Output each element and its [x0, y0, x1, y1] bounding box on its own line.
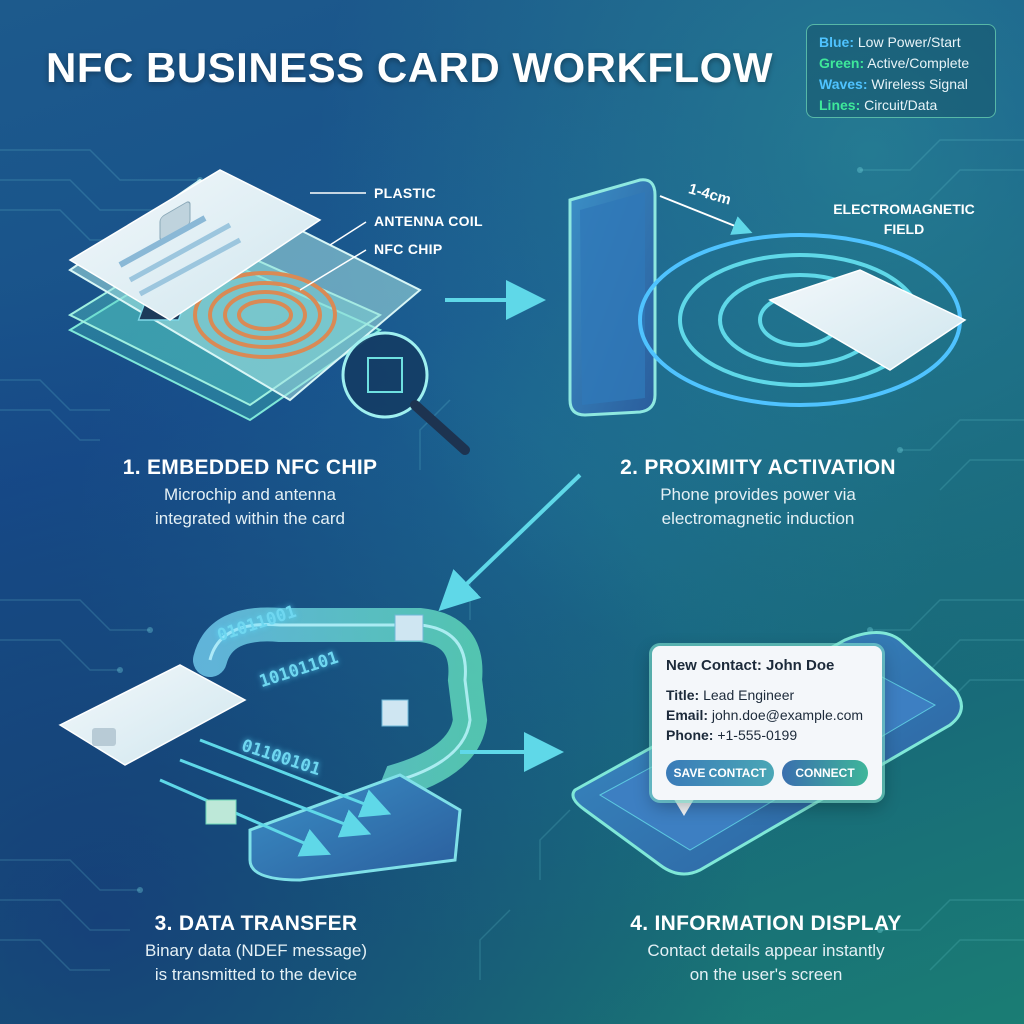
step-1-title: 1. EMBEDDED NFC CHIP — [122, 456, 378, 479]
legend-key: Lines: — [819, 97, 861, 113]
legend-item-lines: Lines: Circuit/Data — [819, 95, 995, 116]
contact-header: New Contact: John Doe — [666, 657, 835, 674]
new-contact-popup: New Contact: John Doe Title: Lead Engine… — [652, 646, 882, 800]
contact-email-row: Email: john.doe@example.com — [666, 705, 868, 725]
callout-plastic: PLASTIC — [374, 185, 436, 201]
layered-card-illustration — [67, 169, 470, 455]
page-title: NFC BUSINESS CARD WORKFLOW — [46, 44, 773, 91]
step-2-title: 2. PROXIMITY ACTIVATION — [620, 456, 896, 479]
contact-title-value: Lead Engineer — [703, 687, 795, 703]
step-3-desc-line1: Binary data (NDEF message) — [144, 941, 368, 960]
step-2-desc-line2: electromagnetic induction — [661, 509, 855, 528]
contact-title-key: Title: — [666, 687, 700, 703]
step-1-desc-line1: Microchip and antenna — [163, 485, 336, 504]
callout-antenna-coil: ANTENNA COIL — [374, 213, 483, 229]
step-1-desc-line2: integrated within the card — [155, 509, 345, 528]
connect-button[interactable]: CONNECT — [782, 760, 868, 786]
data-transfer-illustration — [58, 607, 488, 882]
legend-value: Low Power/Start — [857, 34, 961, 50]
em-field-label: ELECTROMAGNETIC FIELD — [833, 201, 975, 237]
color-legend: Blue: Low Power/Start Green: Active/Comp… — [806, 24, 996, 118]
arrow-step2-step3 — [438, 473, 582, 612]
legend-item-green: Green: Active/Complete — [819, 53, 995, 74]
contact-email-value: john.doe@example.com — [711, 707, 864, 723]
contact-title-row: Title: Lead Engineer — [666, 685, 868, 705]
popup-tail — [672, 796, 696, 816]
legend-value: Circuit/Data — [864, 97, 938, 113]
legend-item-waves: Waves: Wireless Signal — [819, 74, 995, 95]
step-4-title: 4. INFORMATION DISPLAY — [630, 912, 902, 935]
proximity-illustration — [568, 178, 967, 417]
legend-key: Blue: — [819, 34, 854, 50]
step-3-title: 3. DATA TRANSFER — [154, 912, 358, 935]
legend-value: Active/Complete — [867, 55, 970, 71]
contact-phone-key: Phone: — [666, 727, 714, 743]
legend-value: Wireless Signal — [871, 76, 968, 92]
callout-nfc-chip: NFC CHIP — [374, 241, 443, 257]
legend-item-blue: Blue: Low Power/Start — [819, 32, 995, 53]
step-4-desc-line2: on the user's screen — [689, 965, 843, 984]
step-2-desc-line1: Phone provides power via — [660, 485, 856, 504]
contact-email-key: Email: — [666, 707, 709, 723]
step-4-desc-line1: Contact details appear instantly — [647, 941, 885, 960]
legend-key: Green: — [819, 55, 865, 71]
legend-key: Waves: — [819, 76, 868, 92]
save-contact-button[interactable]: SAVE CONTACT — [666, 760, 774, 786]
contact-phone-row: Phone: +1-555-0199 — [666, 725, 868, 745]
contact-phone-value: +1-555-0199 — [717, 727, 798, 743]
step-3-desc-line2: is transmitted to the device — [154, 965, 358, 984]
